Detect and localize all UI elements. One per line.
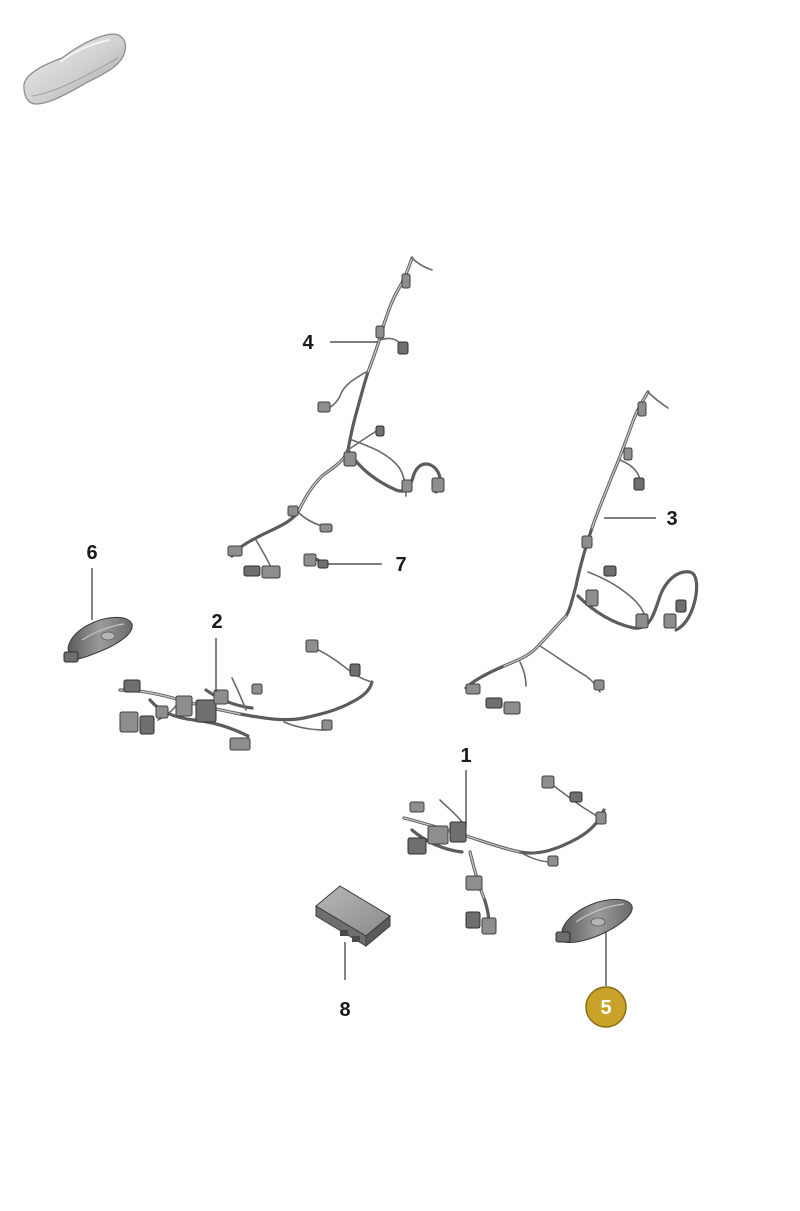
callout-label-5[interactable]: 5 [600, 997, 611, 1019]
callout-label-8[interactable]: 8 [339, 999, 350, 1021]
callout-label-4[interactable]: 4 [302, 332, 314, 354]
wiring-harness-part-1 [402, 775, 607, 935]
wiring-harness-part-4 [227, 256, 445, 579]
car-silhouette-icon [23, 33, 127, 105]
seat-switch-part-5 [555, 898, 633, 943]
callout-label-2[interactable]: 2 [211, 611, 222, 633]
seat-switch-part-6 [63, 616, 133, 663]
callout-label-1[interactable]: 1 [460, 745, 471, 767]
callout-label-3[interactable]: 3 [666, 508, 677, 530]
callout-label-6[interactable]: 6 [86, 542, 97, 564]
control-unit-part-8 [315, 885, 391, 948]
callout-badge-5-highlighted[interactable]: 5 [585, 986, 627, 1028]
wiring-harness-part-3 [464, 390, 699, 715]
connector-part-7 [303, 553, 329, 569]
wiring-harness-part-2 [118, 639, 374, 751]
callout-label-7[interactable]: 7 [395, 554, 406, 576]
